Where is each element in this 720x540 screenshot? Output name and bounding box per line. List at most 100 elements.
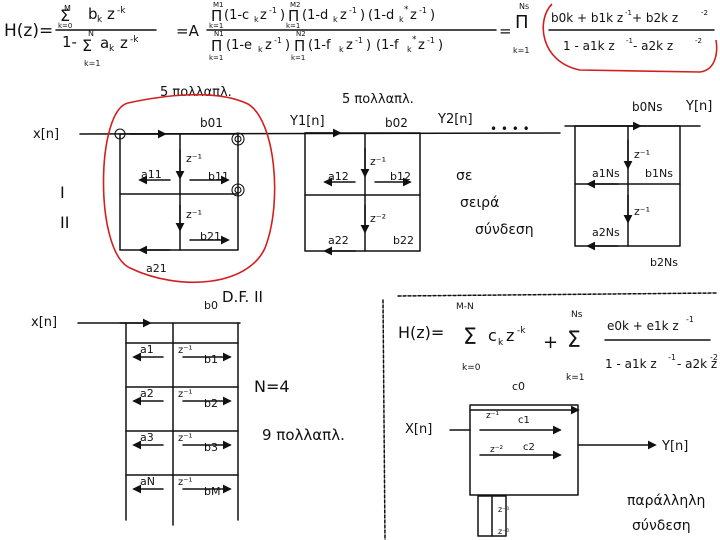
- eq-pd2-bottom: k=1: [291, 54, 305, 62]
- eq-final-num-exp1: -1: [625, 9, 632, 17]
- stageN-a1: a1Ns: [592, 167, 620, 180]
- eq-pn2-close: ): [360, 8, 365, 23]
- cascade-dots: • • • •: [490, 122, 530, 136]
- eq-final-num-exp2: -2: [701, 9, 708, 17]
- eq-num-sigma: Σ: [60, 6, 70, 25]
- parallel-divider-h: [397, 292, 717, 297]
- par-sum2-den-exp1: -1: [668, 353, 676, 362]
- stage2-a2: a22: [328, 234, 349, 247]
- eq-final-pi: Π: [515, 12, 529, 33]
- stage1-a2: a21: [146, 262, 167, 275]
- left-mark-2: II: [60, 213, 69, 232]
- eq-den-sigma: Σ: [82, 36, 92, 55]
- stage1-a1: a11: [141, 168, 162, 181]
- df2-title: D.F. II: [222, 288, 263, 306]
- par-sum1-sigma: Σ: [463, 325, 477, 350]
- par-lhs: H(z)=: [398, 323, 444, 342]
- eq-A: =A: [176, 22, 200, 40]
- df2-x-input: x[n]: [31, 315, 57, 330]
- eq-pn2-term: (1-d: [302, 8, 328, 23]
- cascade-x-input: x[n]: [33, 127, 59, 142]
- par-sum2-bottom: k=1: [566, 373, 584, 383]
- eq-lhs: H(z)=: [4, 21, 53, 41]
- series-2: σειρά: [460, 195, 499, 211]
- eq-pn3-close: ): [430, 8, 435, 23]
- cascade-y2: Y2[n]: [437, 112, 473, 127]
- eq-pn1-top: M1: [213, 1, 224, 9]
- stage2-a1: a12: [328, 170, 349, 183]
- par-sum2-sigma: Σ: [567, 328, 581, 353]
- par-sum2-den-exp2: -2: [710, 353, 718, 362]
- eq-pd1-top: N1: [214, 30, 224, 38]
- df2-b0: b0: [204, 299, 218, 312]
- par-z1: z⁻¹: [486, 411, 499, 421]
- stage2-b1: b12: [390, 170, 411, 183]
- left-mark-1: I: [60, 183, 65, 202]
- eq-pn2-sub: k: [333, 15, 338, 24]
- label-5mults-left: 5 πολλαπλ.: [160, 85, 232, 100]
- eq-pn1-term: (1-c: [224, 8, 249, 23]
- par-c0: c0: [512, 380, 525, 393]
- eq-pn1-pi: Π: [211, 7, 222, 25]
- eq-pn1-bottom: k=1: [209, 22, 223, 30]
- par-sum1-bottom: k=0: [462, 363, 481, 373]
- par-sum1-sub: k: [498, 338, 504, 348]
- stageN-b2: b2Ns: [650, 256, 678, 269]
- eq-final-bottom: k=1: [513, 46, 529, 55]
- cascade-y1: Y1[n]: [289, 114, 325, 129]
- eq-pn1-close: ): [280, 8, 285, 23]
- par-sum1-exp: -k: [517, 326, 526, 336]
- red-circle-final-product: [542, 3, 718, 73]
- eq-final-num-tail: + b2k z: [632, 11, 678, 25]
- eq-num-exp: -k: [117, 6, 126, 16]
- df2-coef-b: bM: [204, 485, 220, 498]
- par-sum2-den: 1 - a1k z: [605, 357, 657, 371]
- stage-2: b02 z⁻¹ z⁻² a12 b12 a22 b22: [304, 116, 421, 256]
- df2-coef-a: a2: [140, 387, 154, 400]
- df2-delay-label: z⁻¹: [178, 389, 193, 400]
- par-sum2-num-exp: -1: [686, 315, 694, 324]
- par-caption-1: παράλληλη: [627, 493, 705, 509]
- eq-pd1-term: (1-e: [226, 38, 252, 53]
- eq-pd1-pi: Π: [211, 37, 222, 55]
- eq-pd2-term: (1-f: [308, 38, 331, 53]
- stageN-b0: b0Ns: [632, 100, 662, 114]
- par-block: [469, 404, 579, 496]
- par-sum1-z: z: [506, 326, 514, 345]
- stageN-z1: z⁻¹: [634, 148, 650, 161]
- stage2-z2: z⁻²: [370, 212, 386, 225]
- stage2-z1: z⁻¹: [370, 155, 386, 168]
- eq-pn2-bottom: k=1: [286, 22, 300, 30]
- eq-pd1-sub: k: [258, 45, 263, 54]
- par-bottom-z1: z⁻¹: [498, 505, 510, 514]
- eq-pd2-pi: Π: [294, 37, 305, 55]
- eq-den-one: 1-: [62, 33, 77, 51]
- eq-den-term: a: [100, 34, 109, 52]
- cascade-section: 5 πολλαπλ. 5 πολλαπλ. x[n] b01 z⁻¹ z⁻¹ a…: [33, 85, 712, 284]
- par-sum2-den-tail: - a2k z: [677, 357, 717, 371]
- eq-pd3-exp: -1: [427, 36, 435, 45]
- eq-final-top: Ns: [519, 2, 529, 11]
- eq-pd2-exp: -1: [355, 36, 363, 45]
- stageN-z2: z⁻¹: [634, 205, 650, 218]
- stage2-box: [304, 132, 421, 252]
- df2-coef-a: a1: [140, 343, 154, 356]
- stage1-z1: z⁻¹: [186, 152, 202, 165]
- par-sum2-num: e0k + e1k z: [607, 319, 679, 333]
- eq-num-sum-bottom: k=0: [58, 22, 72, 30]
- label-5mults-mid: 5 πολλαπλ.: [342, 92, 414, 107]
- stage1-box: [119, 133, 239, 251]
- eq-pn3-term: (1-d: [368, 8, 394, 23]
- df2-coef-b: b2: [204, 397, 218, 410]
- eq-final-den-exp1: -1: [626, 37, 633, 45]
- eq-pd3-sub: k: [407, 45, 412, 54]
- par-sum2-top: Ns: [571, 310, 583, 320]
- df2-coef-b: b3: [204, 441, 218, 454]
- eq-pd3-term: (1-f: [376, 38, 399, 53]
- par-sum1-term: c: [488, 326, 497, 345]
- eq-pd2-top: N2: [296, 30, 306, 38]
- cascade-y-out: Y[n]: [685, 99, 712, 114]
